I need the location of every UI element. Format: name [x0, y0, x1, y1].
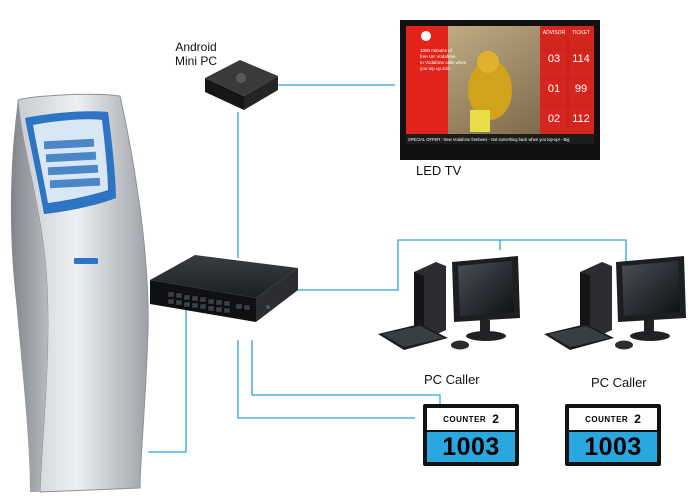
counter-number: 2: [634, 412, 641, 426]
counter-display-1: COUNTER 2 1003: [423, 404, 519, 466]
cable-kiosk-to-switch: [148, 310, 187, 453]
pc-caller-1-computer: [378, 256, 520, 350]
tv-header-advisor: ADVISOR: [543, 30, 566, 36]
counter-word: COUNTER: [443, 414, 487, 424]
tv-promo-line-3: to Vodafone calls when: [420, 60, 467, 65]
counter-ticket-number: 1003: [584, 432, 642, 461]
tv-promo-line-4: you top up £10: [420, 66, 450, 71]
tv-row-2-ticket: 99: [575, 83, 587, 95]
counter-display-1-header: COUNTER 2: [427, 408, 515, 430]
counter-word: COUNTER: [585, 414, 629, 424]
tv-ticker: SPECIAL OFFER : New Vodafone freebees - …: [408, 137, 570, 142]
cable-switch-to-counter-2: [237, 340, 415, 419]
cable-switch-to-pc-callers: [292, 239, 627, 291]
network-switch: [150, 255, 298, 322]
counter-number: 2: [492, 412, 499, 426]
counter-display-2-ticket-panel: 1003: [569, 432, 657, 462]
counter-ticket-number: 1003: [442, 432, 500, 461]
tv-row-3-advisor: 02: [548, 113, 560, 125]
android-label-line-2: Mini PC: [174, 54, 217, 68]
tv-promo-line-1: 1000 minutes of: [420, 48, 453, 53]
android-mini-pc: [205, 60, 278, 110]
tv-text: 1000 minutes of free UK Vodafone to Voda…: [408, 30, 590, 142]
pc-caller-1-label: PC Caller: [424, 372, 480, 387]
android-label-line-1: Android: [175, 40, 217, 54]
pc-caller-2-computer: [544, 256, 686, 350]
kiosk: [10, 93, 149, 493]
pc-caller-2-label: PC Caller: [591, 375, 647, 390]
counter-display-2: COUNTER 2 1003: [565, 404, 661, 466]
android-mini-pc-label: Android Mini PC: [166, 40, 226, 68]
tv-row-3-ticket: 112: [572, 113, 590, 125]
counter-display-1-ticket-panel: 1003: [427, 432, 515, 462]
tv-row-1-ticket: 114: [572, 53, 590, 65]
led-tv-label: LED TV: [416, 163, 462, 178]
network-cables: [148, 84, 627, 453]
cable-switch-to-counter-1: [251, 340, 441, 404]
tv-header-ticket: TICKET: [572, 30, 590, 36]
tv-promo-line-2: free UK Vodafone: [420, 54, 456, 59]
counter-display-2-header: COUNTER 2: [569, 408, 657, 430]
led-tv: [400, 20, 600, 160]
tv-row-2-advisor: 01: [548, 83, 560, 95]
tv-row-1-advisor: 03: [548, 53, 560, 65]
